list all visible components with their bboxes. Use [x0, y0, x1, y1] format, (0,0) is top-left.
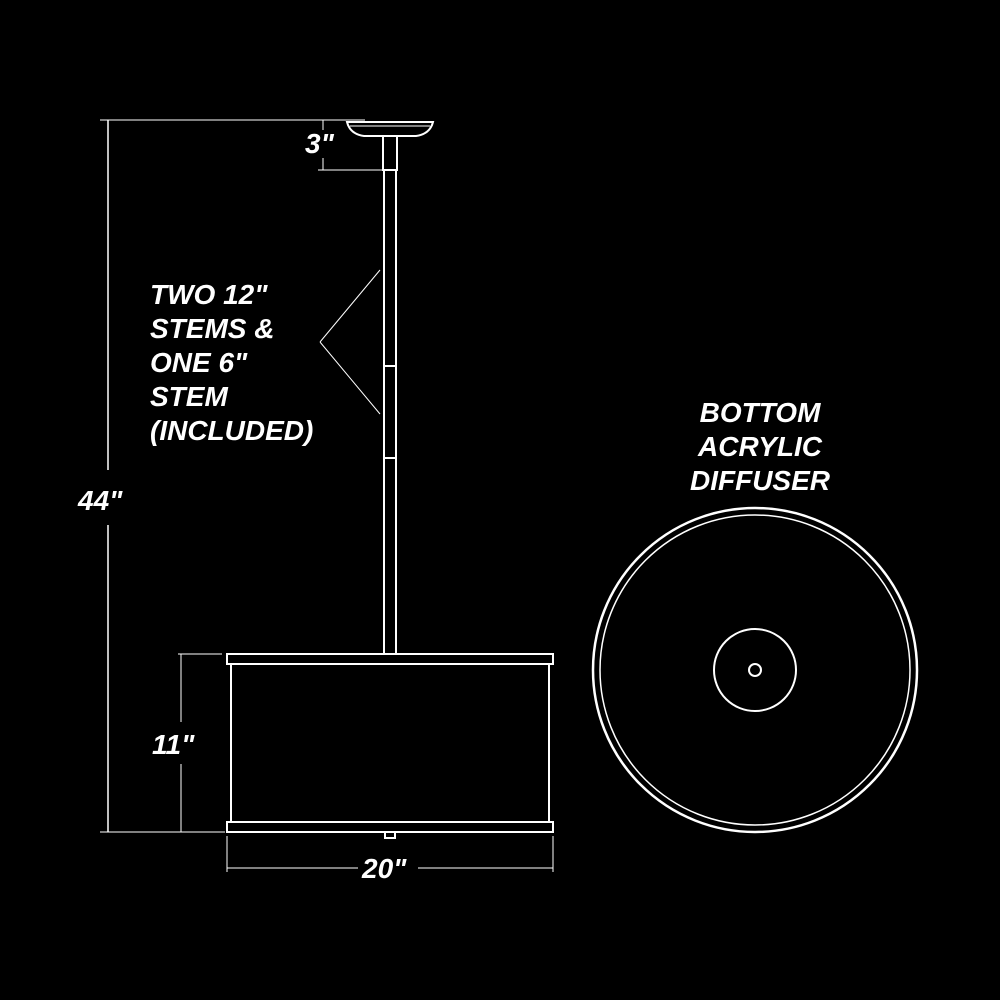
shade-height-dimension [178, 653, 222, 832]
callout-line: TWO 12" [150, 279, 268, 310]
shade-width-label: 20" [362, 853, 407, 884]
drum-shade [226, 653, 554, 839]
canopy-height-label: 3" [305, 128, 334, 159]
callout-line: (INCLUDED) [150, 415, 314, 446]
title-line: DIFFUSER [690, 465, 830, 496]
stems-callout: TWO 12" STEMS & ONE 6" STEM (INCLUDED) [150, 278, 313, 448]
shade-width-dimension [226, 836, 554, 872]
title-line: ACRYLIC [698, 431, 822, 462]
callout-leader [319, 269, 381, 415]
overall-height-label: 44" [78, 485, 123, 516]
callout-line: STEMS & [150, 313, 275, 344]
callout-line: STEM [150, 381, 228, 412]
callout-line: ONE 6" [150, 347, 248, 378]
bottom-diffuser-view [591, 506, 919, 834]
canopy [345, 121, 435, 171]
bottom-view-title: BOTTOM ACRYLIC DIFFUSER [660, 396, 860, 498]
shade-height-label: 11" [152, 729, 195, 760]
overall-height-dimension [100, 119, 365, 833]
stem [383, 169, 397, 655]
title-line: BOTTOM [699, 397, 821, 428]
canopy-height-dimension [318, 120, 383, 171]
